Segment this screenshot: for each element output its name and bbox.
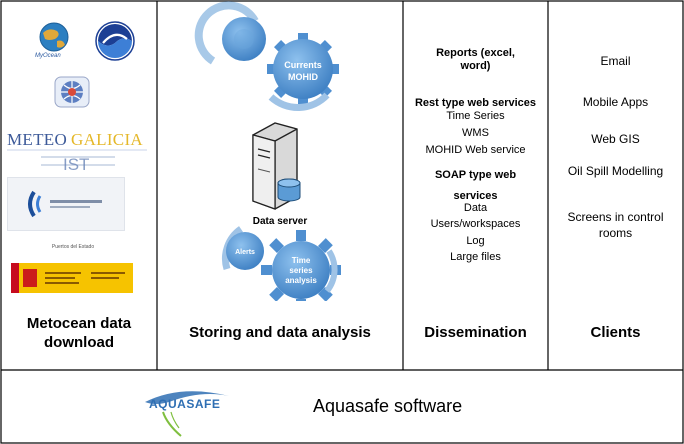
client-item: Web GIS	[591, 132, 640, 146]
gear-timeseries-label2: series	[289, 266, 313, 275]
soap-item: Users/workspaces	[430, 218, 521, 230]
reports-line1: Reports (excel,	[436, 47, 515, 59]
rest-header: Rest type web services	[414, 97, 537, 109]
svg-text:IST: IST	[63, 155, 89, 173]
noaa-logo	[95, 21, 135, 61]
reports-line2: word)	[460, 60, 491, 72]
gear-timeseries: Time series analysis	[261, 230, 341, 301]
soap-item: Log	[466, 235, 485, 247]
footer-row: AQUASAFE Aquasafe software	[1, 370, 683, 443]
ist-logo: IST	[41, 151, 115, 174]
hidrografico-logo	[7, 177, 125, 231]
footer-title: Aquasafe software	[313, 396, 463, 416]
gear-currents-label2: MOHID	[288, 72, 318, 82]
dissemination-title: Dissemination	[424, 324, 527, 341]
metocean-title-line1: Metocean data	[26, 315, 132, 332]
gear-alerts: Alerts	[222, 226, 264, 271]
gear-diagram: Currents MOHID Alerts Time serie	[194, 1, 341, 301]
gear-alerts-label: Alerts	[235, 249, 255, 256]
soap-header-line1: SOAP type web	[434, 169, 517, 181]
server-icon	[252, 122, 301, 210]
small-gear-top	[194, 1, 266, 65]
myocean-logo: MyOcean	[31, 19, 77, 63]
puertos-caption: Puertos del Estado	[51, 244, 95, 250]
storing-column: Currents MOHID Alerts Time serie	[157, 1, 403, 370]
client-item: Email	[600, 54, 631, 68]
rest-item: MOHID Web service	[425, 144, 526, 156]
storing-title: Storing and data analysis	[189, 324, 371, 341]
client-screens-line2: rooms	[598, 226, 633, 240]
gear-timeseries-label3: analysis	[285, 276, 317, 285]
soap-header-line2: services	[453, 190, 498, 202]
dissemination-column: Reports (excel, word) Rest type web serv…	[403, 1, 548, 370]
aquasafe-logo: AQUASAFE	[141, 376, 291, 438]
svg-text:GALICIA: GALICIA	[71, 130, 143, 149]
client-screens-line1: Screens in control	[567, 210, 664, 224]
meteogalicia-logo: METEO GALICIA	[7, 125, 153, 153]
metocean-column: MyOcean METEO GALICIA IST	[1, 1, 157, 370]
client-item: Oil Spill Modelling	[567, 164, 664, 178]
rest-item: Time Series	[446, 110, 505, 122]
rest-item: WMS	[462, 127, 489, 139]
gear-timeseries-label1: Time	[292, 256, 311, 265]
emblem-logo	[53, 75, 91, 109]
gear-currents: Currents MOHID	[267, 33, 339, 111]
aquasafe-logo-text: AQUASAFE	[149, 397, 220, 411]
soap-item: Data	[463, 202, 488, 214]
metocean-title-line2: download	[44, 334, 114, 351]
spain-ministry-logo	[11, 263, 133, 293]
clients-title: Clients	[590, 324, 641, 341]
soap-item: Large files	[450, 251, 501, 263]
gear-currents-label1: Currents	[284, 60, 322, 70]
client-item: Mobile Apps	[582, 95, 649, 109]
data-server-label: Data server	[253, 216, 308, 227]
clients-column: Email Mobile Apps Web GIS Oil Spill Mode…	[548, 1, 683, 370]
svg-text:METEO: METEO	[7, 130, 67, 149]
myocean-caption: MyOcean	[35, 53, 61, 59]
